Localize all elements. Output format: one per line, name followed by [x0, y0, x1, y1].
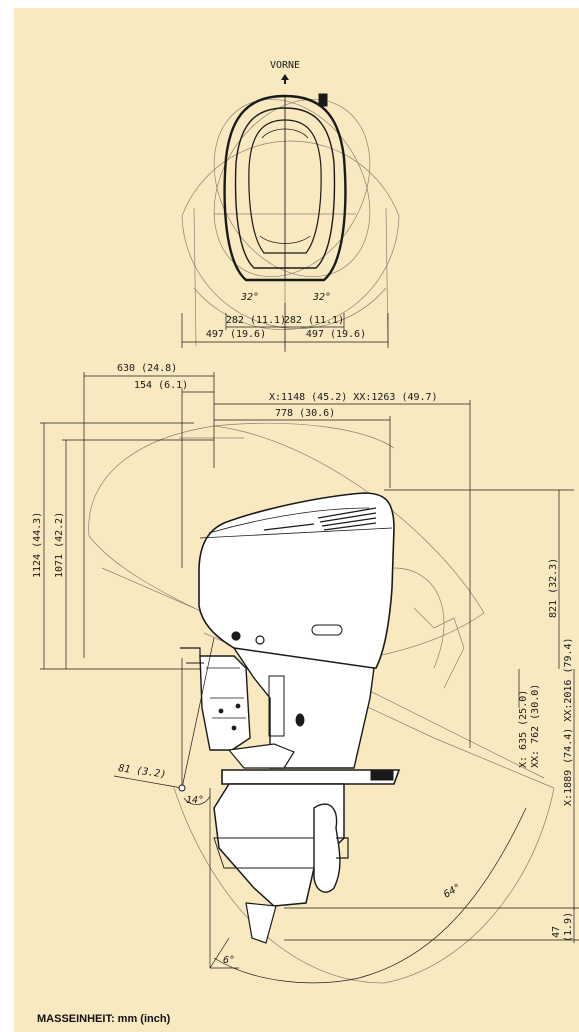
- cavitation-plate: [221, 769, 401, 785]
- dim-635-line1: X: 635 (25.0): [518, 690, 529, 768]
- dim-1071: 1071 (42.2): [54, 512, 65, 578]
- drawing-sheet: VORNE 32° 32°: [14, 8, 579, 1032]
- dim-47-line2: (1.9): [563, 912, 574, 942]
- dim-821: 821 (32.3): [548, 558, 559, 618]
- dim-154: 154 (6.1): [134, 380, 188, 391]
- dim-1889: X:1889 (74.4) XX:2016 (79.4): [563, 637, 574, 806]
- direction-label: VORNE: [270, 60, 300, 71]
- side-view: 630 (24.8) 154 (6.1) X:1148 (45.2) XX:12…: [32, 363, 579, 984]
- angle-6: 6°: [223, 955, 235, 966]
- dim-left-inner: 282 (11.1): [226, 315, 286, 326]
- outboard-dimension-drawing: VORNE 32° 32°: [32, 60, 579, 984]
- dim-47-line1: 47: [551, 926, 562, 938]
- clamp-bracket: [199, 655, 251, 751]
- lower-unit: [213, 783, 345, 907]
- dim-1148: X:1148 (45.2) XX:1263 (49.7): [269, 392, 438, 403]
- side-right-dimension-lines: [284, 489, 579, 943]
- top-view: VORNE 32° 32°: [181, 60, 400, 352]
- dim-right-outer: 497 (19.6): [306, 329, 366, 340]
- cowl-vents: [263, 507, 377, 531]
- dim-635-line2: XX: 762 (30.0): [530, 684, 541, 768]
- top-dimension-lines: [181, 303, 389, 352]
- steering-swing-arcs: [181, 96, 400, 348]
- dim-778: 778 (30.6): [275, 408, 335, 419]
- dim-630: 630 (24.8): [117, 363, 177, 374]
- outboard-engine-side: [180, 492, 401, 944]
- cowl-top-outline: [223, 93, 347, 282]
- angle-left-label: 32°: [240, 292, 259, 303]
- dim-left-outer: 497 (19.6): [206, 329, 266, 340]
- tilt-pivot-icon: [178, 784, 186, 792]
- side-top-dimension-lines: [83, 372, 471, 748]
- dim-1124: 1124 (44.3): [32, 512, 43, 578]
- trim-angle-lines: [113, 637, 527, 984]
- dim-right-inner: 282 (11.1): [284, 315, 344, 326]
- forward-arrow-icon: [281, 74, 289, 84]
- propeller: [313, 803, 341, 893]
- angle-right-label: 32°: [312, 292, 331, 303]
- unit-note: MASSEINHEIT: mm (inch): [37, 1013, 171, 1025]
- angle-14: 14°: [186, 795, 204, 806]
- angle-64: 64°: [442, 882, 463, 901]
